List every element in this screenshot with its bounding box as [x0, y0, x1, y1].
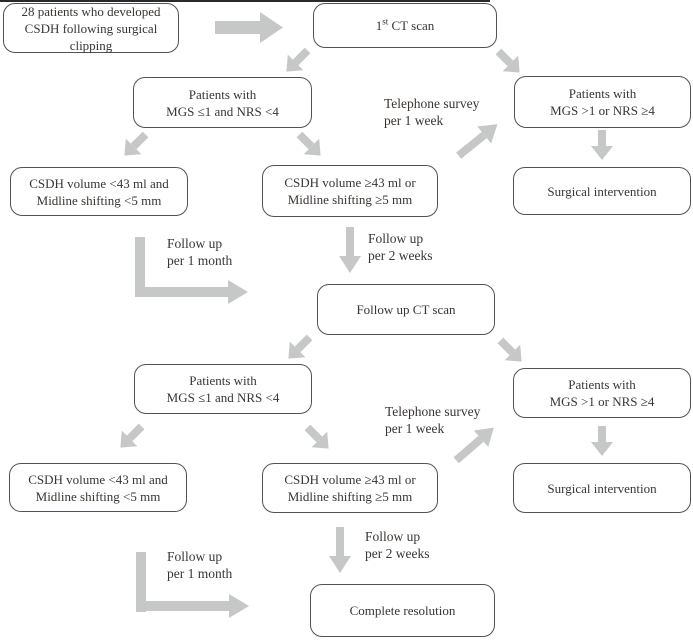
- ct-ordinal-suffix: st: [382, 16, 389, 27]
- box-text-line: Midline shifting <5 mm: [36, 192, 162, 208]
- label-followup-month-2: Follow up per 1 month: [167, 548, 232, 582]
- l-arrow-1-vertical: [135, 237, 145, 297]
- box-text-line: Patients with: [568, 86, 637, 101]
- box-patients-low-risk-2: Patients with MGS ≤1 and NRS <4: [134, 364, 312, 414]
- label-followup-2weeks-2: Follow up per 2 weeks: [365, 528, 429, 562]
- box-text-line: Follow up CT scan: [356, 302, 456, 317]
- label-line: per 2 weeks: [368, 248, 433, 263]
- label-line: Telephone survey: [385, 404, 481, 419]
- box-complete-resolution: Complete resolution: [310, 584, 495, 637]
- box-surgical-intervention-1: Surgical intervention: [513, 167, 691, 215]
- box-first-ct-scan: 1st CT scan: [313, 3, 497, 48]
- l-arrow-2-horizontal: [136, 601, 229, 611]
- arrow-low1-to-large1-icon: [292, 127, 329, 164]
- box-patients-low-risk-1: Patients with MGS ≤1 and NRS <4: [133, 77, 312, 128]
- ct-label: CT scan: [388, 18, 435, 33]
- box-text-line: Surgical intervention: [547, 480, 657, 496]
- label-line: per 1 week: [385, 421, 445, 436]
- box-text-line: CSDH volume ≥43 ml or: [284, 472, 416, 487]
- box-text-line: 1st CT scan: [376, 17, 435, 34]
- label-line: Follow up: [368, 231, 424, 246]
- arrow-low1-to-small1-icon: [117, 127, 154, 164]
- arrow-telephone-2-icon: [449, 419, 501, 468]
- box-text-line: Midline shifting <5 mm: [35, 488, 161, 504]
- box-text-line: CSDH volume <43 ml and: [28, 471, 168, 487]
- big-right-arrow-icon: [215, 12, 283, 43]
- box-text-line: 28 patients who developed: [21, 3, 161, 19]
- l-arrow-2-vertical: [136, 552, 146, 612]
- box-csdh-large-2: CSDH volume ≥43 ml or Midline shifting ≥…: [262, 463, 438, 513]
- arrow-large1-to-followup-ct-icon: [339, 227, 361, 273]
- label-line: per 1 month: [167, 253, 233, 268]
- label-telephone-survey-1: Telephone survey per 1 week: [384, 95, 479, 129]
- box-text-line: Midline shifting ≥5 mm: [287, 192, 413, 207]
- box-text-line: Surgical intervention: [547, 183, 657, 199]
- l-arrow-1-horizontal: [135, 287, 228, 297]
- figure-top-border: [0, 0, 490, 2]
- arrow-large2-to-complete-icon: [329, 527, 351, 573]
- label-followup-2weeks-1: Follow up per 2 weeks: [368, 230, 432, 264]
- box-start-patients: 28 patients who developed CSDH following…: [3, 3, 179, 53]
- arrow-high2-to-surgical2-icon: [591, 426, 613, 456]
- box-surgical-intervention-2: Surgical intervention: [513, 463, 691, 513]
- box-text-line: MGS >1 or NRS ≥4: [550, 103, 655, 118]
- box-followup-ct-scan: Follow up CT scan: [317, 284, 495, 335]
- label-line: per 2 weeks: [365, 546, 430, 561]
- label-followup-month-1: Follow up per 1 month: [167, 235, 232, 269]
- box-text-line: MGS ≤1 and NRS <4: [166, 390, 280, 405]
- box-csdh-large-1: CSDH volume ≥43 ml or Midline shifting ≥…: [262, 165, 438, 217]
- arrow-low2-to-small2-icon: [113, 419, 150, 456]
- label-line: Follow up: [365, 529, 421, 544]
- arrow-followupct-to-low2-icon: [281, 330, 318, 367]
- label-line: Telephone survey: [384, 96, 480, 111]
- arrow-telephone-1-icon: [452, 116, 505, 165]
- arrow-high1-to-surgical1-icon: [591, 130, 613, 160]
- box-text-line: Patients with: [189, 373, 257, 388]
- arrow-followupct-to-high2-icon: [493, 333, 530, 370]
- label-line: Follow up: [167, 549, 223, 564]
- box-text-line: Complete resolution: [349, 603, 456, 618]
- box-text-line: CSDH volume ≥43 ml or: [284, 175, 416, 190]
- box-text-line: MGS ≤1 and NRS <4: [166, 103, 279, 119]
- box-text-line: clipping: [69, 37, 113, 53]
- label-telephone-survey-2: Telephone survey per 1 week: [385, 403, 480, 437]
- arrow-ct-to-high-1-icon: [491, 44, 528, 81]
- box-text-line: Patients with: [568, 377, 636, 392]
- l-arrow-2-head-icon: [229, 594, 249, 618]
- ct-number: 1: [375, 18, 383, 33]
- arrow-ct-to-low-1-icon: [279, 43, 316, 80]
- label-line: per 1 week: [384, 113, 444, 128]
- box-text-line: CSDH following surgical: [24, 20, 158, 36]
- box-text-line: CSDH volume <43 ml and: [29, 175, 169, 191]
- box-patients-high-risk-1: Patients with MGS >1 or NRS ≥4: [514, 76, 691, 128]
- l-arrow-1-head-icon: [228, 280, 248, 304]
- box-text-line: Midline shifting ≥5 mm: [287, 489, 413, 504]
- box-text-line: MGS >1 or NRS ≥4: [549, 394, 655, 409]
- label-line: Follow up: [167, 236, 223, 251]
- box-csdh-small-1: CSDH volume <43 ml and Midline shifting …: [10, 167, 188, 216]
- box-csdh-small-2: CSDH volume <43 ml and Midline shifting …: [9, 463, 187, 512]
- arrow-low2-to-large2-icon: [300, 420, 337, 457]
- box-text-line: Patients with: [188, 86, 257, 102]
- label-line: per 1 month: [167, 566, 233, 581]
- box-patients-high-risk-2: Patients with MGS >1 or NRS ≥4: [513, 368, 691, 418]
